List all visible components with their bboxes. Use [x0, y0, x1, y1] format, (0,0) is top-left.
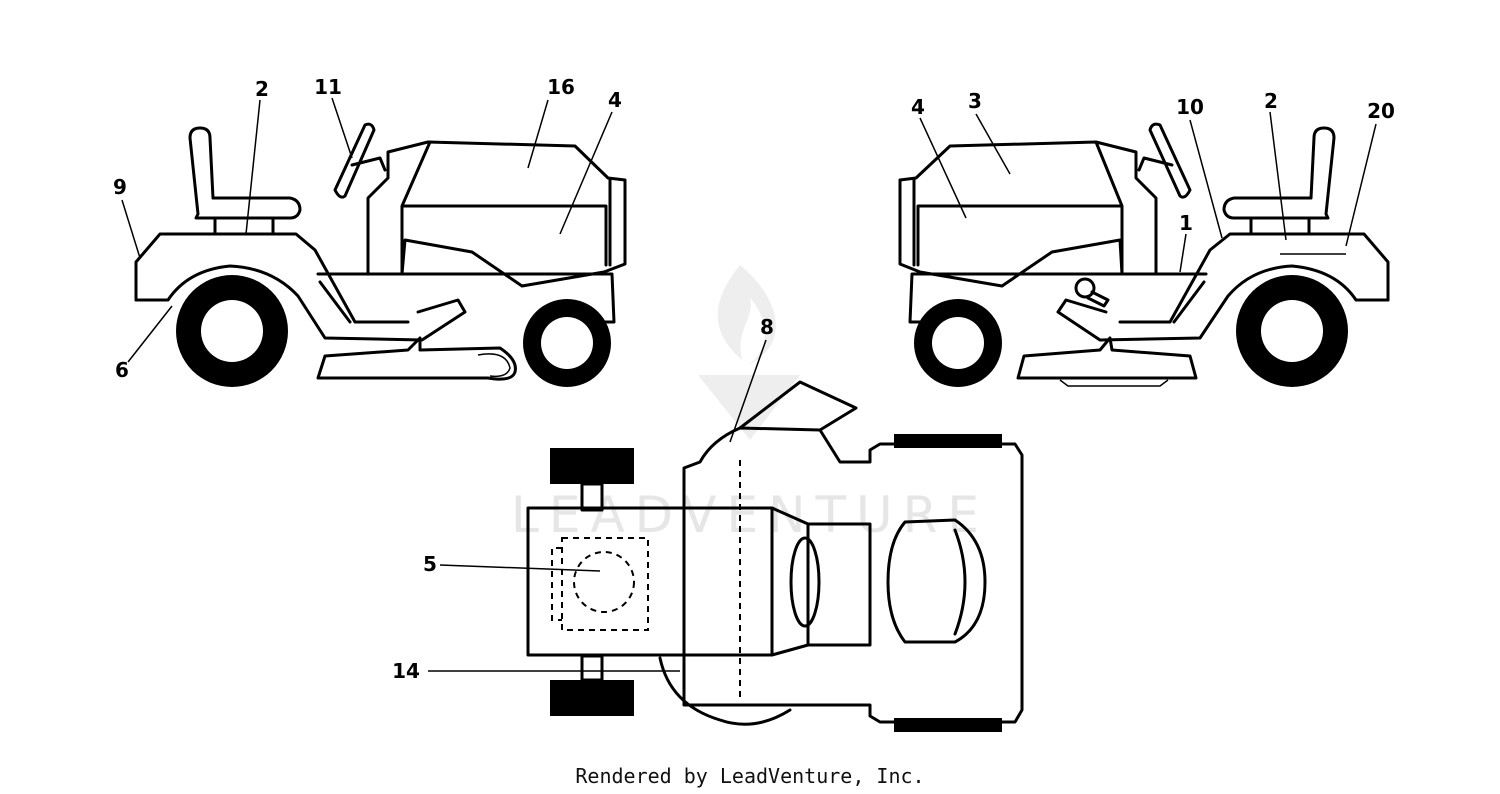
- callout-14: 14: [392, 659, 420, 683]
- right-seat-back: [1222, 126, 1336, 220]
- right-lever-knob: [1074, 277, 1096, 299]
- tractor-left-side-view: [134, 122, 627, 387]
- leader-lines: [121, 97, 1377, 672]
- callout-4-right: 4: [911, 95, 925, 119]
- callout-6: 6: [115, 358, 129, 382]
- watermark-text: LEADVENTURE: [511, 486, 989, 544]
- callout-2-left: 2: [255, 77, 269, 101]
- left-seat-post: [213, 216, 275, 236]
- top-rear-tire-lower: [894, 718, 1002, 732]
- right-seat-post: [1249, 216, 1311, 236]
- callout-4-left: 4: [608, 88, 622, 112]
- tractor-top-view: [526, 380, 1024, 732]
- callout-10: 10: [1176, 95, 1204, 119]
- left-fender: [134, 232, 410, 324]
- left-hood: [400, 140, 612, 274]
- callouts: 2 11 16 4 9 6 4 3 10 2 20 1 8 5 14: [113, 75, 1395, 683]
- right-steering: [1137, 122, 1192, 199]
- callout-16: 16: [547, 75, 575, 99]
- footer-credit: Rendered by LeadVenture, Inc.: [575, 764, 924, 788]
- top-steering-wheel: [789, 536, 821, 628]
- watermark: LEADVENTURE: [511, 265, 989, 544]
- top-decal-outline: [561, 537, 649, 631]
- callout-11: 11: [314, 75, 342, 99]
- left-body-column: [366, 140, 627, 288]
- right-fender: [1118, 232, 1390, 324]
- right-fender-arch: [1056, 264, 1390, 342]
- callout-8: 8: [760, 315, 774, 339]
- left-fender-arch: [134, 264, 467, 342]
- callout-1: 1: [1179, 211, 1193, 235]
- callout-5: 5: [423, 552, 437, 576]
- top-hood: [526, 506, 872, 657]
- top-seat: [886, 518, 987, 644]
- top-front-tire-upper: [550, 448, 634, 484]
- callout-20: 20: [1367, 99, 1395, 123]
- top-rear-tire-upper: [894, 434, 1002, 448]
- right-hood: [912, 140, 1124, 274]
- left-seat-back: [188, 126, 302, 220]
- left-mower-deck: [316, 336, 517, 381]
- top-front-tire-lower: [550, 680, 634, 716]
- right-mower-deck: [1016, 336, 1198, 380]
- tractor-right-side-view: [898, 122, 1390, 387]
- right-body-column: [898, 140, 1158, 288]
- top-mower-deck: [682, 426, 1024, 724]
- callout-3: 3: [968, 89, 982, 113]
- left-steering: [333, 122, 387, 199]
- right-frame: [908, 272, 1208, 324]
- callout-2-right: 2: [1264, 89, 1278, 113]
- callout-9: 9: [113, 175, 127, 199]
- left-frame: [316, 272, 616, 324]
